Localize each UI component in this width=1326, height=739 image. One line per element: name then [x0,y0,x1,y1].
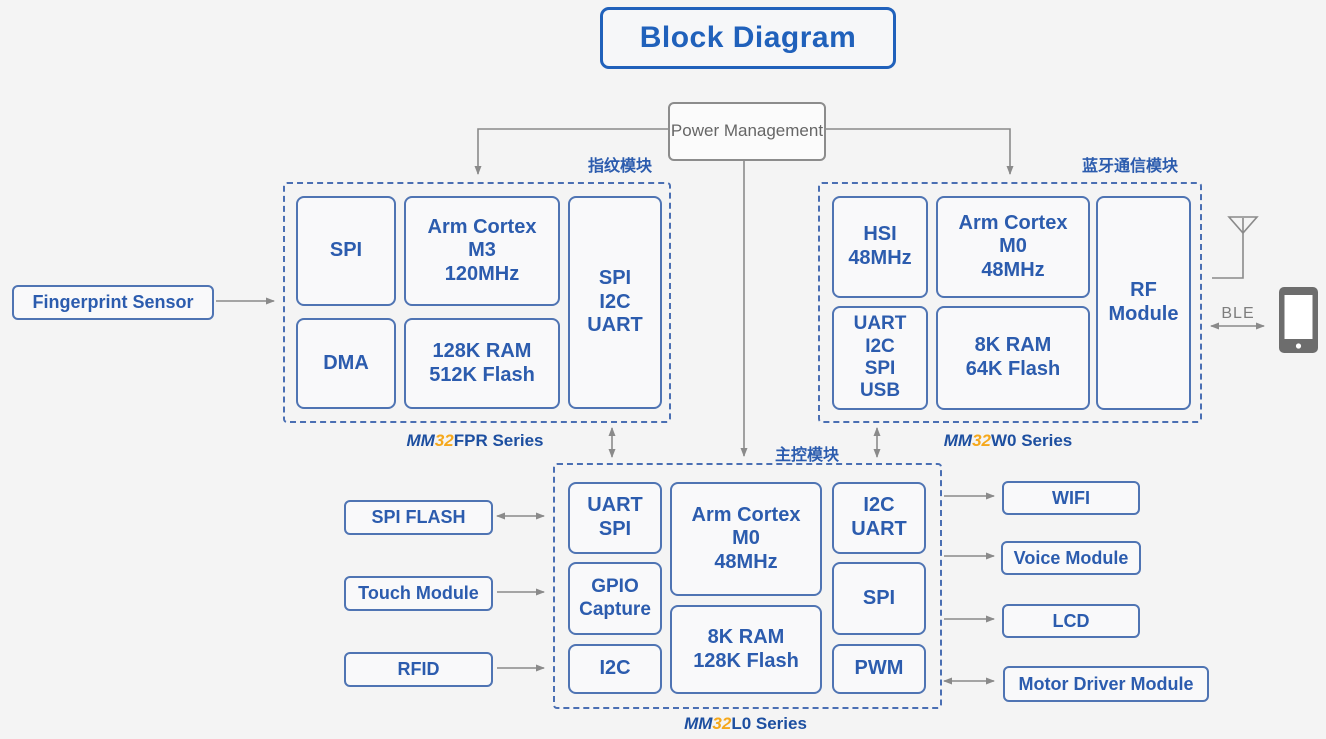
fp-spi-block: SPI [296,196,396,306]
series-num: 32 [972,431,991,450]
bt-rf-block: RF Module [1096,196,1191,410]
fingerprint-module-box [283,182,671,423]
main-i2c-block: I2C [568,644,662,694]
series-mm: MM [406,431,435,450]
bluetooth-module-box [818,182,1202,423]
fingerprint-sensor-box: Fingerprint Sensor [12,285,214,320]
lcd-box: LCD [1002,604,1140,638]
main-pwm-block: PWM [832,644,926,694]
bluetooth-module-tag: 蓝牙通信模块 [1082,158,1179,175]
main-memory-block: 8K RAM 128K Flash [670,605,822,694]
power-to-bluetooth-line [822,128,1014,175]
antenna-icon [1212,216,1259,279]
main-module-tag: 主控模块 [775,447,840,464]
series-rest: FPR Series [453,431,544,450]
main-i2c-uart-block: I2C UART [832,482,926,554]
spi-flash-box: SPI FLASH [344,500,493,535]
bluetooth-series-label: MM32W0 Series [818,431,1198,451]
main-gpio-block: GPIO Capture [568,562,662,635]
fp-cpu-block: Arm Cortex M3 120MHz [404,196,560,306]
wifi-box: WIFI [1002,481,1140,515]
motor-driver-box: Motor Driver Module [1003,666,1209,702]
fp-memory-block: 128K RAM 512K Flash [404,318,560,409]
bt-cpu-block: Arm Cortex M0 48MHz [936,196,1090,298]
main-spi-block: SPI [832,562,926,635]
rfid-box: RFID [344,652,493,687]
power-management-label: Power Management [670,121,824,141]
bt-hsi-block: HSI 48MHz [832,196,928,298]
power-management-box: Power Management [668,102,826,161]
bt-memory-block: 8K RAM 64K Flash [936,306,1090,410]
page-title-text: Block Diagram [639,21,857,54]
bt-periph-block: UART I2C SPI USB [832,306,928,410]
phone-icon [1279,287,1318,353]
series-rest: W0 Series [990,431,1073,450]
main-series-label: MM32L0 Series [553,714,938,734]
series-mm: MM [684,714,713,733]
series-mm: MM [943,431,973,450]
main-module-box [553,463,942,709]
series-num: 32 [434,431,454,450]
touch-module-box: Touch Module [344,576,493,611]
fp-dma-block: DMA [296,318,396,409]
voice-module-box: Voice Module [1001,541,1141,575]
series-rest: L0 Series [731,714,807,733]
page-title: Block Diagram [600,7,896,69]
main-cpu-block: Arm Cortex M0 48MHz [670,482,822,596]
fingerprint-series-label: MM32FPR Series [283,431,667,451]
main-uart-spi-block: UART SPI [568,482,662,554]
ble-label: BLE [1221,305,1255,322]
fingerprint-module-tag: 指纹模块 [588,158,653,175]
fp-periph-block: SPI I2C UART [568,196,662,409]
series-num: 32 [712,714,732,733]
